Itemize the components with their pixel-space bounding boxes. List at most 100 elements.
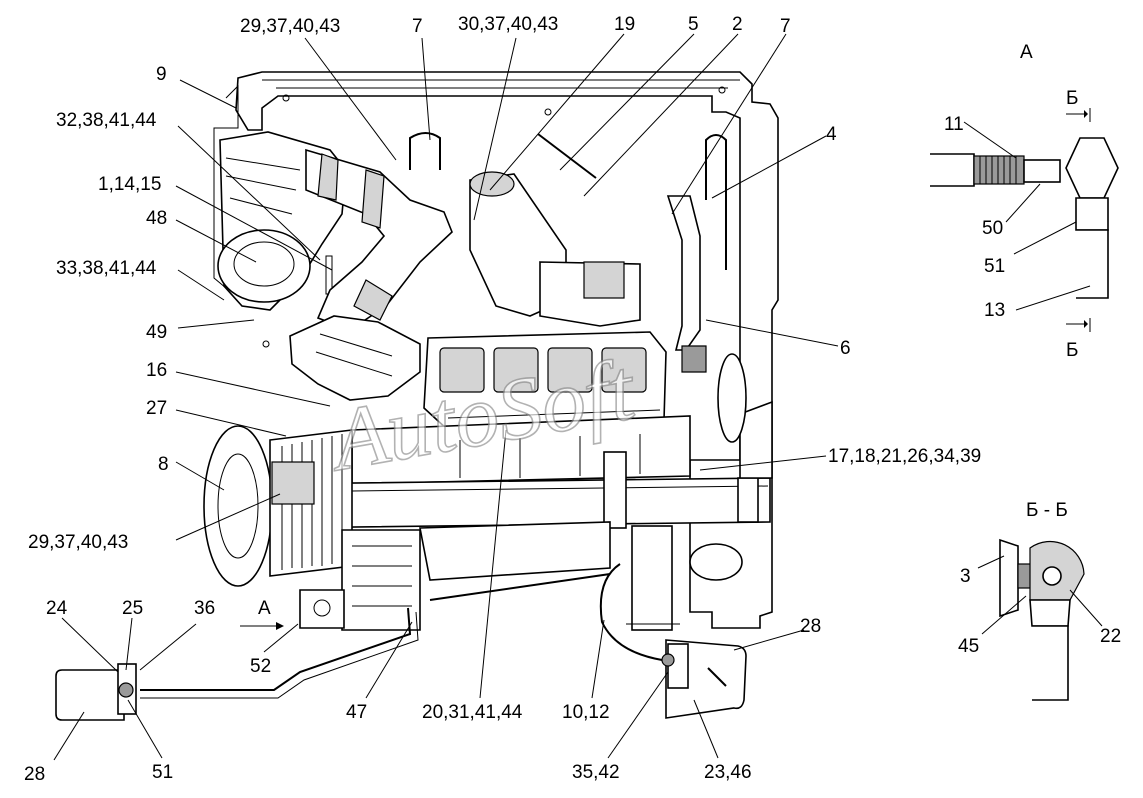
- callout-label: 47: [346, 702, 367, 723]
- valve-cover: [547, 347, 593, 393]
- callout-label: 28: [800, 616, 821, 637]
- leader-line: [977, 555, 1005, 569]
- view-label-a: А: [1020, 42, 1033, 63]
- leader-line: [583, 33, 739, 197]
- leader-line: [711, 135, 827, 199]
- leader-line: [473, 37, 517, 221]
- valve-cover: [439, 347, 485, 393]
- callout-label: 23,46: [704, 762, 752, 783]
- leader-line: [61, 617, 119, 673]
- section-bb-neck: [1029, 599, 1071, 627]
- section-bb-bore: [1042, 566, 1062, 586]
- filter-canister: [689, 543, 743, 581]
- right-bracket: [739, 400, 773, 479]
- leader-line: [175, 461, 225, 491]
- arrow-head: [1084, 320, 1088, 328]
- section-bb-pipe: [1032, 625, 1069, 701]
- leader-line: [1015, 285, 1091, 311]
- air-cleaner-rib: [225, 157, 301, 215]
- callout-label: 17,18,21,26,34,39: [828, 446, 981, 467]
- leader-line: [607, 671, 669, 759]
- engine-block-ribs: [459, 434, 641, 478]
- alternator: [717, 353, 747, 443]
- detail-a-pipe: [1076, 229, 1109, 299]
- frame-side-brace: [213, 84, 239, 289]
- detail-a-fitting: [1075, 197, 1109, 231]
- section-bb-flange: [999, 538, 1019, 618]
- dipstick: [537, 133, 597, 179]
- fuel-line: [429, 573, 611, 601]
- crossbeam-bracket: [603, 451, 627, 529]
- oil-pan: [419, 521, 611, 581]
- section-label-b-top: Б: [1066, 88, 1078, 109]
- callout-label: 2: [732, 14, 743, 35]
- drain-hose-left-inner: [140, 611, 419, 699]
- callout-label: 45: [958, 636, 979, 657]
- leader-line: [177, 319, 255, 329]
- lower-support: [631, 525, 673, 631]
- leader-line: [127, 699, 163, 759]
- engine-assembly: [203, 71, 779, 631]
- left-tank: [55, 669, 125, 721]
- callout-label: 51: [984, 256, 1005, 277]
- callout-label: 36: [194, 598, 215, 619]
- detail-a: [930, 108, 1119, 332]
- leader-line: [705, 319, 839, 347]
- air-cleaner-cap-inner: [233, 241, 295, 287]
- leader-line: [981, 595, 1027, 635]
- frame-bolt: [282, 94, 290, 102]
- callout-label: 49: [146, 322, 167, 343]
- callout-label: 48: [146, 208, 167, 229]
- leader-line: [1013, 221, 1077, 255]
- callout-label: 1,14,15: [98, 174, 161, 195]
- callout-label: 29,37,40,43: [28, 532, 128, 553]
- mount-bolt: [313, 599, 331, 617]
- leader-line: [421, 37, 431, 141]
- callout-label: 20,31,41,44: [422, 702, 523, 723]
- callout-label: 24: [46, 598, 68, 619]
- callout-label: 7: [780, 16, 791, 37]
- leader-line: [304, 37, 397, 161]
- drain-hose-assembly: [55, 563, 747, 721]
- leader-line: [591, 619, 605, 699]
- drain-hose-right: [599, 563, 663, 661]
- lower-elbow-rib: [315, 333, 393, 377]
- fan-hub-inner: [217, 453, 259, 559]
- leader-line: [53, 711, 85, 761]
- leader-line: [177, 269, 225, 301]
- right-tank-fitting: [661, 653, 675, 667]
- callout-label: 33,38,41,44: [56, 258, 157, 279]
- valve-cover: [493, 347, 539, 393]
- callout-label: 27: [146, 398, 167, 419]
- right-tank-valve: [707, 667, 727, 687]
- intake-clamp: [361, 169, 385, 229]
- callout-label: 6: [840, 338, 851, 359]
- callout-label: А: [258, 598, 271, 619]
- callout-label: 30,37,40,43: [458, 14, 558, 35]
- arrow-head: [1084, 110, 1088, 118]
- intake-clamp: [353, 279, 393, 321]
- leader-line: [489, 33, 625, 191]
- frame-bolt: [262, 340, 270, 348]
- callout-label: 5: [688, 14, 699, 35]
- drain-hose-left: [140, 607, 412, 691]
- callout-label: 25: [122, 598, 143, 619]
- callout-label: 4: [826, 124, 837, 145]
- air-cleaner-cap: [217, 229, 311, 303]
- leader-line: [175, 185, 333, 271]
- callout-label: 50: [982, 218, 1003, 239]
- section-label-b-bottom: Б: [1066, 340, 1078, 361]
- detail-a-section-arrow-bottom: [1066, 318, 1091, 332]
- lower-elbow-duct: [289, 315, 421, 401]
- manifold-block: [583, 261, 625, 299]
- crossbeam-bracket: [737, 477, 759, 523]
- section-label-bb: Б - Б: [1026, 500, 1068, 521]
- leader-line: [175, 371, 331, 407]
- callout-label: 3: [960, 566, 971, 587]
- callout-label: 32,38,41,44: [56, 110, 157, 131]
- head-bolt-row: [447, 409, 661, 419]
- detail-a-hex: [1065, 137, 1119, 199]
- exhaust-flange: [469, 171, 515, 197]
- callout-label: 13: [984, 300, 1005, 321]
